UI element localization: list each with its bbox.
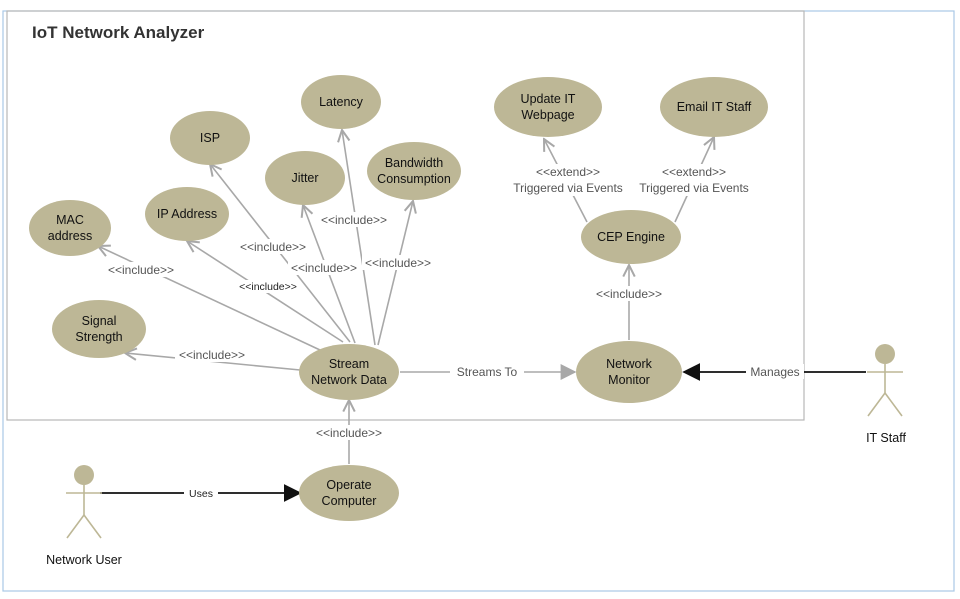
- actor-network-user: [66, 465, 102, 539]
- usecase-operate-label-1: Operate: [326, 478, 371, 492]
- usecase-mac-address: [29, 200, 111, 256]
- usecase-signal-label-2: Strength: [75, 330, 122, 344]
- actor-network-user-label: Network User: [46, 553, 122, 567]
- usecase-monitor-label-1: Network: [606, 357, 653, 371]
- usecase-ip-address-label: IP Address: [157, 207, 217, 221]
- include-label-signal: <<include>>: [179, 348, 245, 362]
- uses-label: Uses: [189, 488, 213, 500]
- usecase-ip-address: [145, 187, 229, 241]
- usecase-signal-label-1: Signal: [82, 314, 117, 328]
- usecase-jitter: [265, 151, 345, 205]
- usecase-update-label-1: Update IT: [521, 92, 576, 106]
- include-line-bandwidth: [377, 201, 413, 346]
- actor-it-staff-label: IT Staff: [866, 431, 906, 445]
- usecase-stream-label-1: Stream: [329, 357, 369, 371]
- streams-to-label: Streams To: [457, 365, 518, 379]
- triggered-label-update: Triggered via Events: [513, 181, 623, 195]
- usecase-mac-label-2: address: [48, 229, 92, 243]
- diagram-title: IoT Network Analyzer: [32, 23, 205, 42]
- extend-label-email: <<extend>>: [662, 165, 726, 179]
- usecase-isp: [170, 111, 250, 165]
- usecase-operate-computer: [299, 465, 399, 521]
- usecase-cep-engine: [581, 210, 681, 264]
- include-label-latency: <<include>>: [321, 213, 387, 227]
- usecase-bandwidth: [367, 142, 461, 200]
- usecase-isp-label: ISP: [200, 131, 220, 145]
- usecase-email-it-staff: [660, 77, 768, 137]
- usecase-latency-label: Latency: [319, 95, 364, 109]
- include-line-latency: [342, 130, 376, 346]
- outer-frame: [2, 10, 955, 592]
- usecase-stream-network-data: [299, 344, 399, 400]
- usecase-latency: [301, 75, 381, 129]
- include-label-operate: <<include>>: [316, 426, 382, 440]
- include-label-mac: <<include>>: [108, 263, 174, 277]
- include-label-jitter: <<include>>: [291, 261, 357, 275]
- include-label-isp: <<include>>: [240, 240, 306, 254]
- system-boundary: [6, 10, 805, 421]
- usecase-email-label: Email IT Staff: [677, 100, 752, 114]
- triggered-label-email: Triggered via Events: [639, 181, 749, 195]
- usecase-mac-label-1: MAC: [56, 213, 84, 227]
- usecase-update-it-webpage: [494, 77, 602, 137]
- usecase-stream-label-2: Network Data: [311, 373, 387, 387]
- actor-it-staff: [867, 344, 903, 417]
- usecase-monitor-label-2: Monitor: [608, 373, 650, 387]
- usecase-operate-label-2: Computer: [322, 494, 377, 508]
- usecase-jitter-label: Jitter: [291, 171, 318, 185]
- include-label-bandwidth: <<include>>: [365, 256, 431, 270]
- usecase-bandwidth-label-2: Consumption: [377, 172, 451, 186]
- usecase-cep-label: CEP Engine: [597, 230, 665, 244]
- manages-label: Manages: [750, 365, 799, 379]
- extend-label-update: <<extend>>: [536, 165, 600, 179]
- include-label-ip-address: <<include>>: [239, 281, 297, 293]
- usecase-bandwidth-label-1: Bandwidth: [385, 156, 443, 170]
- include-label-cep: <<include>>: [596, 287, 662, 301]
- usecase-signal-strength: [52, 300, 146, 358]
- usecase-update-label-2: Webpage: [521, 108, 574, 122]
- usecase-network-monitor: [576, 341, 682, 403]
